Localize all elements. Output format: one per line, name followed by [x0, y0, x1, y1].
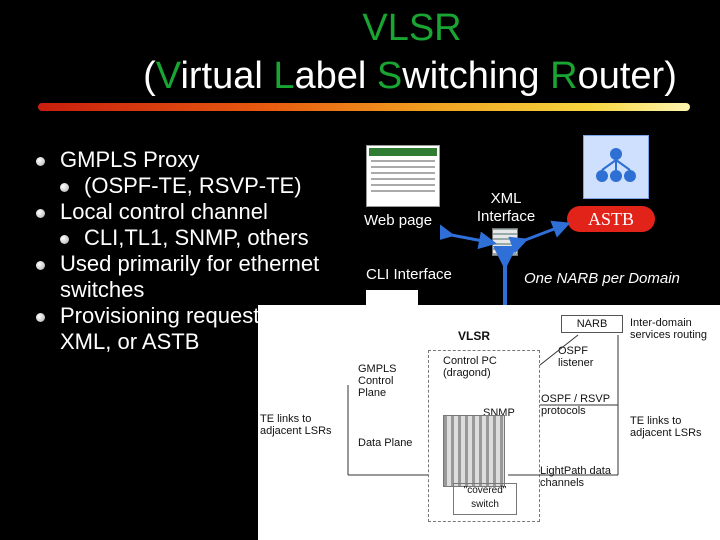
bullet-dot-icon — [36, 157, 45, 166]
te-links-right-label: TE links to adjacent LSRs — [630, 415, 702, 439]
switch-icon — [443, 415, 505, 487]
covered-switch-label: "covered" switch — [453, 483, 517, 515]
xml-interface-label: XML Interface — [476, 190, 536, 225]
bullet-dot-icon — [60, 183, 69, 192]
bullet-dot-icon — [60, 235, 69, 244]
bullet-dot-icon — [36, 313, 45, 322]
ospf-rsvp-label: OSPF / RSVP protocols — [541, 393, 610, 417]
sub-bullet-item: CLI,TL1, SNMP, others — [36, 225, 356, 251]
narb-domain-label: One NARB per Domain — [524, 270, 680, 287]
data-plane-label: Data Plane — [358, 437, 413, 449]
narb-box: NARB — [561, 315, 623, 333]
sub-bullet-item: (OSPF-TE, RSVP-TE) — [36, 173, 356, 199]
vlsr-label: VLSR — [458, 329, 491, 343]
inter-domain-label: Inter-domain services routing — [630, 317, 708, 341]
astb-button[interactable]: ASTB — [567, 206, 655, 232]
bullet-item: GMPLS Proxy — [36, 147, 356, 173]
vlsr-architecture-diagram: NARB Inter-domain services routing VLSR … — [258, 305, 720, 540]
web-page-thumbnail — [366, 145, 440, 207]
title-underline-bar — [38, 103, 690, 111]
network-tree-icon — [583, 135, 649, 199]
slide-title-line1: VLSR — [362, 7, 462, 49]
bullet-item: Used primarily for ethernet switches — [36, 251, 356, 303]
bullet-dot-icon — [36, 261, 45, 270]
vlsr-box — [428, 350, 540, 522]
bullet-item: Local control channel — [36, 199, 356, 225]
control-pc-label: Control PC (dragond) — [443, 355, 497, 379]
gmpls-control-plane-label: GMPLS Control Plane — [358, 363, 397, 399]
slide-title-line2: (Virtual Label Switching Router) — [143, 55, 677, 97]
te-links-left-label: TE links to adjacent LSRs — [260, 413, 332, 437]
cli-interface-label: CLI Interface — [366, 266, 452, 283]
ospf-listener-label: OSPF listener — [558, 345, 594, 369]
web-page-label: Web page — [364, 212, 433, 229]
lightpath-label: LightPath data channels — [540, 465, 611, 489]
bullet-dot-icon — [36, 209, 45, 218]
diagram-lines — [347, 334, 619, 476]
